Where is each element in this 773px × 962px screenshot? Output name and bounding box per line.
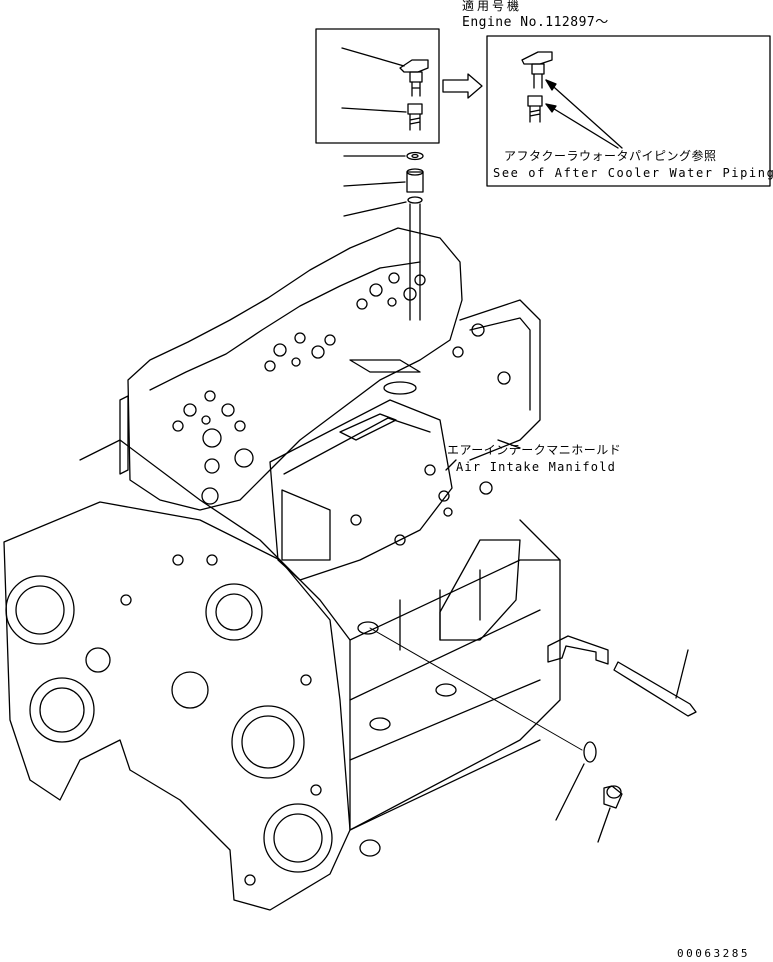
- manifold-callout-en: Air Intake Manifold: [456, 460, 617, 474]
- plug-leader: [369, 627, 583, 751]
- washer-stack: [343, 151, 424, 321]
- front-gear-cover: [3, 501, 351, 911]
- rocker-area: [452, 299, 541, 461]
- bracket-and-bolt: [547, 635, 697, 717]
- aftercooler-callout-en: See of After Cooler Water Piping: [493, 166, 773, 180]
- aftercooler-callout-jp: アフタクーラウォータパイピング参照: [504, 149, 717, 163]
- old-parts-box: [315, 28, 440, 144]
- cylinder-head: [119, 227, 463, 511]
- intake-manifold: [269, 399, 493, 581]
- applicability-jp: 適用号機: [462, 0, 523, 13]
- drawing-number: 00063285: [677, 947, 750, 960]
- applicability-en: Engine No.112897～: [462, 15, 609, 30]
- cylinder-block: [79, 439, 561, 857]
- arrow-icon: [442, 73, 483, 99]
- new-parts-box: [486, 35, 771, 187]
- plug-and-gasket: [555, 741, 623, 843]
- manifold-leader-2: [497, 439, 521, 449]
- manifold-leader: [445, 459, 457, 471]
- manifold-callout-jp: エアーインテークマニホールド: [447, 443, 622, 457]
